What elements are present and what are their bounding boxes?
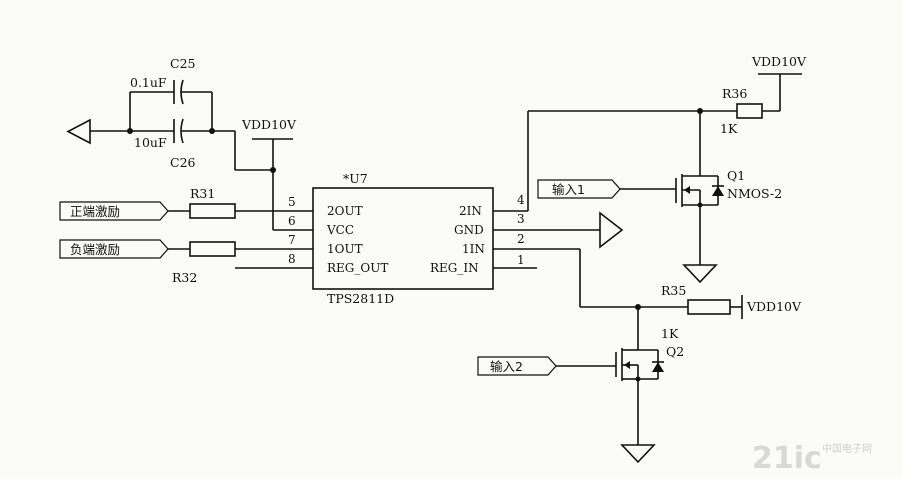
- port-positive-drive: [59, 201, 169, 221]
- ic-part: TPS2811D: [327, 291, 394, 306]
- watermark-site: 中国电子网: [822, 442, 872, 455]
- pin-name-reg-out: REG_OUT: [327, 261, 388, 275]
- nmos-q2: [615, 307, 664, 445]
- pin-num-8: 8: [288, 252, 296, 266]
- ic-tps2811d: *U7 TPS2811D 5 6 7 8 2OUT VCC 1OUT REG_O…: [235, 171, 624, 306]
- pin-num-2: 2: [517, 232, 525, 246]
- pin-name-1in: 1IN: [462, 242, 485, 256]
- resistor-r32: [189, 241, 236, 257]
- r32-ref: R32: [172, 270, 197, 285]
- c25-ref: C25: [170, 56, 195, 71]
- q2-circuit: VDD10V R35 1K Q2 输入2: [477, 249, 802, 464]
- watermark-logo: 21ic 中国电子网: [752, 441, 872, 476]
- ground-symbol-ic: [599, 211, 624, 249]
- q1-model: NMOS-2: [727, 186, 782, 201]
- r36-value: 1K: [720, 121, 738, 136]
- resistor-r36: [736, 103, 763, 119]
- resistor-r31: [189, 203, 236, 219]
- port-negative-drive-label: 负端激励: [70, 242, 120, 257]
- watermark-21ic: 21ic: [752, 441, 822, 476]
- ic-body: [312, 187, 494, 290]
- pin-num-3: 3: [517, 212, 525, 226]
- drive-inputs: 正端激励 R31 负端激励 R32: [59, 186, 275, 285]
- pin-name-gnd: GND: [454, 223, 484, 237]
- pin-num-4: 4: [517, 193, 525, 207]
- pin-num-5: 5: [288, 195, 296, 209]
- ground-symbol-q1: [682, 264, 718, 284]
- vdd-rail-ic: VDD10V: [241, 117, 297, 230]
- q2-ref: Q2: [666, 344, 684, 359]
- port-negative-drive: [59, 239, 169, 259]
- capacitor-network: C25 0.1uF 10uF C26: [66, 56, 273, 171]
- vdd-label-r36: VDD10V: [751, 54, 807, 69]
- r31-ref: R31: [190, 186, 215, 201]
- pin-num-1: 1: [517, 253, 525, 267]
- c25-value: 0.1uF: [130, 75, 167, 90]
- q1-circuit: VDD10V R36 1K Q1 NMOS-2 输入1: [527, 54, 807, 284]
- port-input1: [537, 179, 621, 199]
- c26-value: 10uF: [134, 135, 167, 150]
- pin-name-1out: 1OUT: [327, 242, 363, 256]
- r35-value: 1K: [661, 326, 679, 341]
- port-positive-drive-label: 正端激励: [70, 204, 120, 219]
- pin-name-2in: 2IN: [459, 204, 482, 218]
- ic-ref: *U7: [343, 171, 368, 186]
- r35-ref: R35: [661, 283, 686, 298]
- pin-num-6: 6: [288, 214, 296, 228]
- port-input2: [477, 356, 557, 376]
- pin-name-2out: 2OUT: [327, 204, 363, 218]
- resistor-r35: [687, 299, 731, 315]
- pin-num-7: 7: [288, 233, 296, 247]
- port-input1-label: 输入1: [552, 182, 585, 197]
- r36-ref: R36: [722, 86, 747, 101]
- ground-symbol-q2: [620, 444, 656, 464]
- ground-symbol-left: [66, 118, 91, 145]
- vdd-label-ic: VDD10V: [241, 117, 297, 132]
- pin-name-reg-in: REG_IN: [430, 261, 479, 275]
- port-input2-label: 输入2: [490, 359, 523, 374]
- nmos-q1: [675, 111, 724, 265]
- q1-ref: Q1: [727, 168, 745, 183]
- c26-ref: C26: [170, 155, 196, 170]
- pin-name-vcc: VCC: [326, 223, 354, 237]
- vdd-label-r35: VDD10V: [746, 299, 802, 314]
